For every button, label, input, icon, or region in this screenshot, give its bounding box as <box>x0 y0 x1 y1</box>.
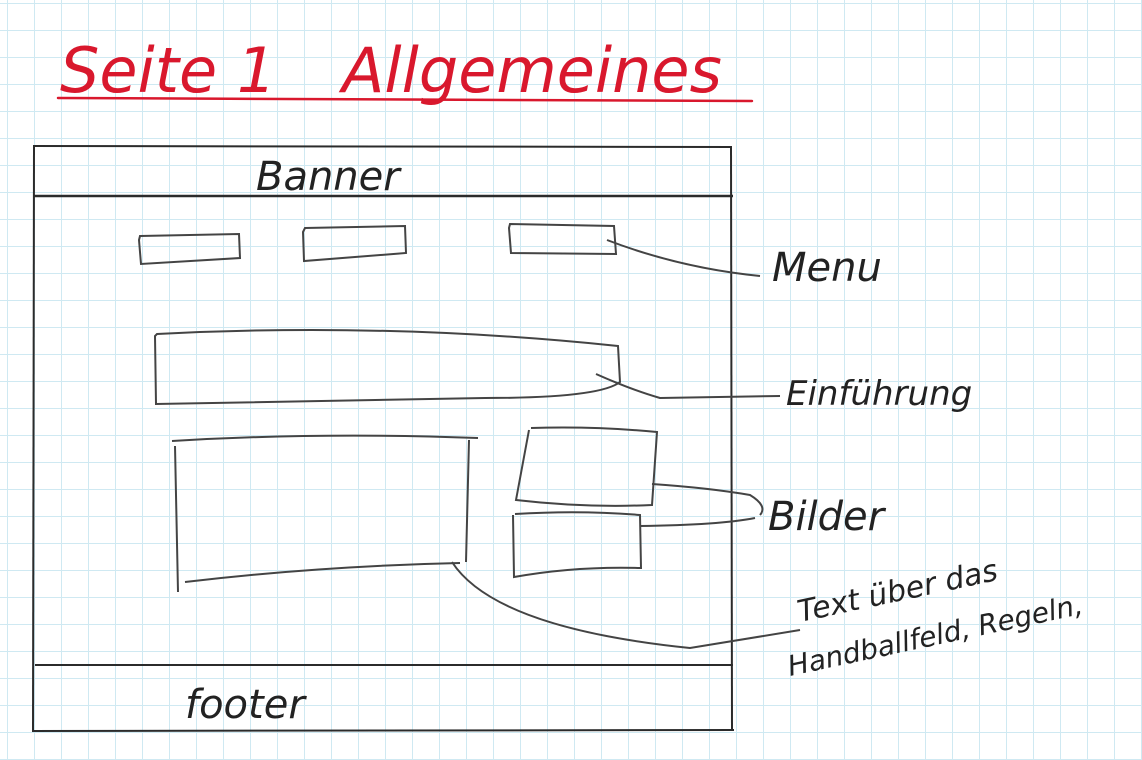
image-box-1 <box>514 426 659 507</box>
image-connector-2 <box>639 517 756 527</box>
image-boxes <box>512 426 659 579</box>
image-box-2 <box>512 511 643 579</box>
menu-bar <box>137 222 618 266</box>
frame-bottom-border <box>31 729 735 732</box>
footer-label: footer <box>185 682 307 728</box>
page-title-number: Seite 1 <box>60 34 276 107</box>
menu-connector <box>606 239 761 277</box>
menu-annotation: Menu <box>772 245 882 291</box>
banner-section: Banner <box>34 154 733 200</box>
frame-top-border <box>32 145 732 148</box>
text-box <box>171 434 479 593</box>
footer-section: footer <box>35 664 733 728</box>
intro-box <box>153 329 622 406</box>
text-connector <box>451 561 801 650</box>
images-annotation: Bilder <box>768 494 887 540</box>
banner-label: Banner <box>256 154 402 200</box>
image-connector-1 <box>651 483 764 516</box>
page-frame <box>31 145 735 732</box>
frame-left-border <box>32 145 35 732</box>
page-title: Seite 1 Allgemeines <box>56 34 754 107</box>
menu-button-3 <box>507 222 618 256</box>
page-title-name: Allgemeines <box>338 34 722 107</box>
menu-button-1 <box>137 232 242 266</box>
title-underline <box>56 96 754 103</box>
intro-connector <box>595 373 781 400</box>
menu-button-2 <box>301 224 408 263</box>
annotation-connectors <box>451 239 801 650</box>
intro-annotation: Einführung <box>786 374 972 414</box>
frame-right-border <box>730 145 733 732</box>
